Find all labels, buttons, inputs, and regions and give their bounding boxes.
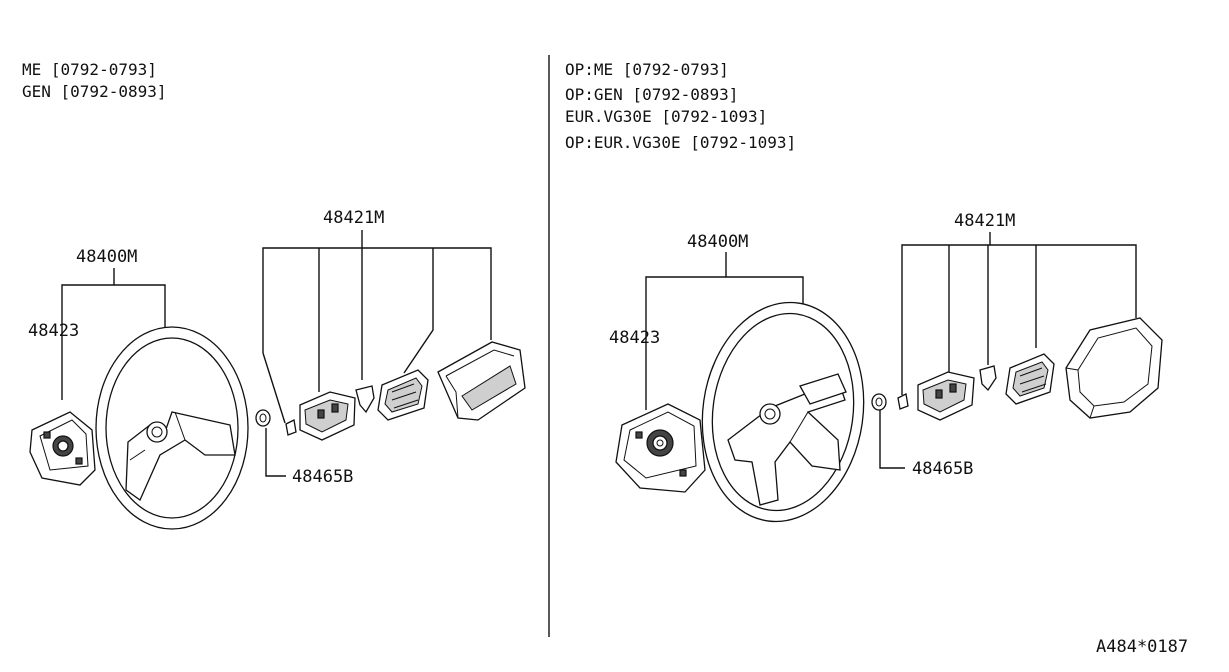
- left-header-2: GEN [0792-0893]: [22, 82, 167, 101]
- right-nut: [871, 393, 887, 411]
- left-label-wheel: 48400M: [76, 247, 137, 267]
- right-switch-assembly: [897, 365, 997, 421]
- right-label-pad: 48423: [609, 328, 660, 348]
- left-label-pad-parts: 48421M: [323, 208, 384, 228]
- right-steering-wheel: [701, 301, 865, 523]
- right-horn-cover: [1065, 317, 1163, 419]
- left-switch-assembly: [285, 385, 375, 441]
- left-horn-contact: [377, 369, 429, 421]
- right-horn-contact: [1005, 353, 1055, 405]
- left-label-nut: 48465B: [292, 467, 353, 487]
- right-header-3: EUR.VG30E [0792-1093]: [565, 107, 767, 126]
- right-label-nut: 48465B: [912, 459, 973, 479]
- left-label-pad: 48423: [28, 321, 79, 341]
- figure-code: A484*0187: [1096, 637, 1188, 657]
- left-leader-lines: [61, 230, 492, 477]
- left-header-1: ME [0792-0793]: [22, 60, 157, 79]
- right-header-1: OP:ME [0792-0793]: [565, 60, 729, 79]
- right-leader-lines: [645, 232, 1137, 469]
- right-horn-pad: [615, 403, 706, 493]
- right-header-4: OP:EUR.VG30E [0792-1093]: [565, 133, 796, 152]
- right-label-pad-parts: 48421M: [954, 211, 1015, 231]
- right-header-2: OP:GEN [0792-0893]: [565, 85, 738, 104]
- left-horn-pad: [29, 411, 96, 486]
- left-horn-cover: [437, 341, 526, 421]
- left-steering-wheel: [95, 326, 249, 530]
- right-label-wheel: 48400M: [687, 232, 748, 252]
- left-nut: [255, 409, 271, 427]
